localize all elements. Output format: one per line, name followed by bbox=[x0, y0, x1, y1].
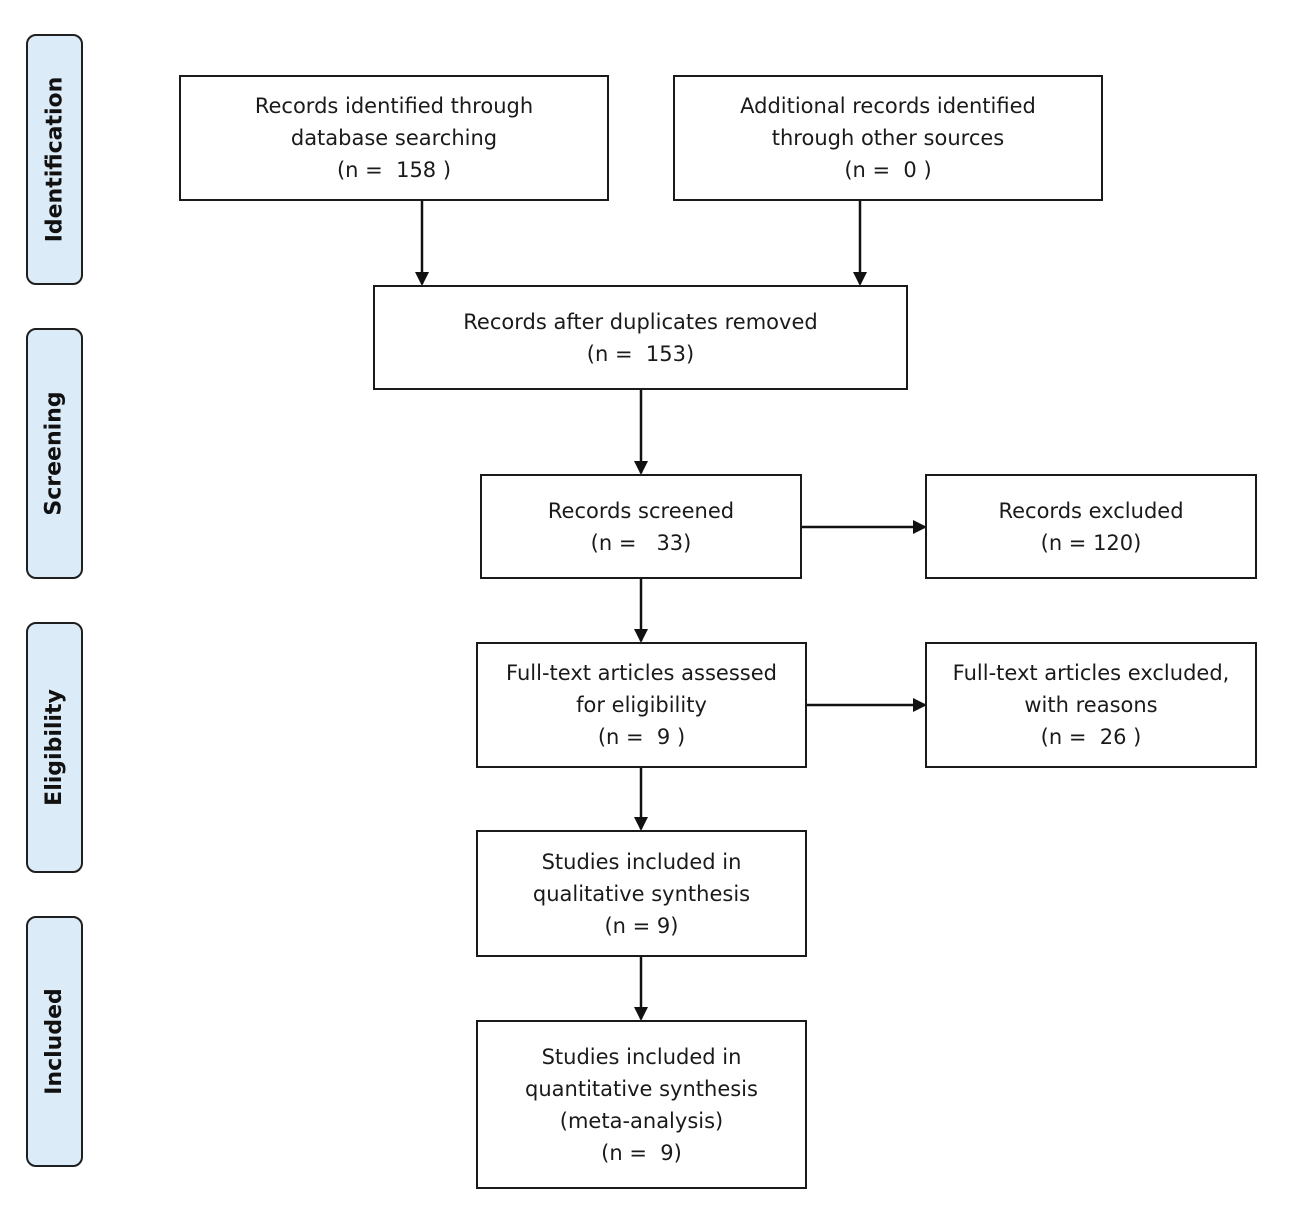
box-line: for eligibility bbox=[576, 693, 707, 717]
box-qualitative-synthesis: Studies included in qualitative synthesi… bbox=[476, 830, 807, 957]
box-line: qualitative synthesis bbox=[532, 881, 751, 906]
box-line: (meta-analysis) bbox=[559, 1108, 724, 1133]
box-other-sources: Additional records identified through ot… bbox=[673, 75, 1103, 201]
box-duplicates-removed: Records after duplicates removed (n = 15… bbox=[373, 285, 908, 390]
box-line: (n = 26 ) bbox=[1040, 725, 1142, 749]
stage-eligibility: Eligibility bbox=[26, 622, 83, 873]
box-line: quantitative synthesis bbox=[525, 1076, 758, 1101]
box-records-screened: Records screened (n = 33) bbox=[480, 474, 802, 579]
box-records-excluded: Records excluded (n = 120) bbox=[925, 474, 1257, 579]
box-line: Full-text articles assessed bbox=[506, 661, 777, 685]
box-line: Records screened bbox=[547, 498, 735, 523]
box-line: (n = 9) bbox=[601, 1140, 682, 1165]
box-line: (n = 153) bbox=[586, 341, 695, 366]
box-line: Records excluded bbox=[998, 498, 1184, 523]
box-line: through other sources bbox=[771, 126, 1005, 150]
box-line: (n = 33) bbox=[590, 530, 692, 555]
box-database-searching: Records identified through database sear… bbox=[179, 75, 609, 201]
box-line: Studies included in bbox=[541, 849, 742, 874]
stage-included: Included bbox=[26, 916, 83, 1167]
box-line: with reasons bbox=[1024, 693, 1158, 717]
stage-screening: Screening bbox=[26, 328, 83, 579]
stage-identification: Identification bbox=[26, 34, 83, 285]
box-line: (n = 9) bbox=[604, 913, 679, 938]
box-line: Full-text articles excluded, bbox=[952, 661, 1230, 685]
box-line: Records identified through bbox=[254, 94, 534, 118]
box-line: (n = 9 ) bbox=[597, 725, 686, 749]
box-line: database searching bbox=[290, 126, 498, 150]
box-line: (n = 158 ) bbox=[336, 158, 452, 182]
box-fulltext-assessed: Full-text articles assessed for eligibil… bbox=[476, 642, 807, 768]
box-line: Studies included in bbox=[541, 1044, 742, 1069]
box-fulltext-excluded: Full-text articles excluded, with reason… bbox=[925, 642, 1257, 768]
box-line: Records after duplicates removed bbox=[463, 309, 818, 334]
box-line: (n = 120) bbox=[1040, 530, 1142, 555]
box-quantitative-synthesis: Studies included in quantitative synthes… bbox=[476, 1020, 807, 1189]
box-line: (n = 0 ) bbox=[844, 158, 932, 182]
box-line: Additional records identified bbox=[740, 94, 1036, 118]
